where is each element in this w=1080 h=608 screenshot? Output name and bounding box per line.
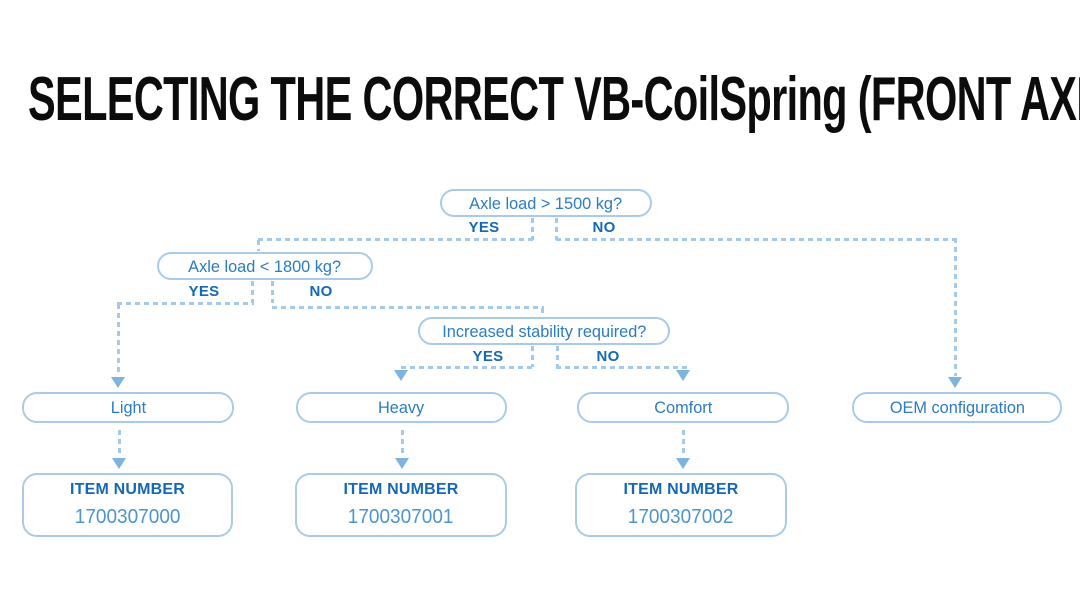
connector-line bbox=[257, 240, 260, 251]
arrow-down-icon bbox=[395, 458, 409, 469]
connector-line bbox=[272, 306, 544, 309]
connector-line bbox=[401, 430, 404, 457]
decision-3-yes-label: YES bbox=[472, 348, 504, 365]
connector-line bbox=[555, 218, 558, 240]
connector-line bbox=[556, 346, 559, 367]
arrow-down-icon bbox=[111, 377, 125, 388]
result-light: Light bbox=[22, 392, 234, 423]
arrow-down-icon bbox=[394, 370, 408, 381]
decision-1-yes-label: YES bbox=[468, 219, 500, 236]
decision-axle-load-1800: Axle load < 1800 kg? bbox=[157, 252, 373, 280]
connector-line bbox=[258, 238, 534, 241]
decision-axle-load-1800-label: Axle load < 1800 kg? bbox=[188, 256, 342, 276]
connector-line bbox=[117, 304, 120, 376]
decision-2-no-label: NO bbox=[309, 283, 333, 300]
decision-axle-load-1500: Axle load > 1500 kg? bbox=[440, 189, 652, 217]
connector-line bbox=[954, 238, 957, 376]
decision-1-no-label: NO bbox=[592, 219, 616, 236]
connector-line bbox=[531, 346, 534, 367]
result-oem-configuration-label: OEM configuration bbox=[889, 398, 1025, 417]
item-number-value: 1700307000 bbox=[74, 506, 181, 528]
arrow-down-icon bbox=[676, 370, 690, 381]
connector-line bbox=[556, 366, 687, 369]
connector-line bbox=[682, 430, 685, 457]
page-title: SELECTING THE CORRECT VB-CoilSpring (FRO… bbox=[28, 65, 1080, 134]
connector-line bbox=[531, 218, 534, 240]
connector-line bbox=[117, 302, 254, 305]
connector-line bbox=[271, 281, 274, 303]
item-number-heading: ITEM NUMBER bbox=[623, 481, 739, 498]
decision-2-yes-label: YES bbox=[188, 283, 220, 300]
result-comfort-label: Comfort bbox=[653, 398, 713, 417]
item-number-heading: ITEM NUMBER bbox=[343, 481, 459, 498]
result-heavy-label: Heavy bbox=[378, 398, 425, 417]
decision-stability: Increased stability required? bbox=[418, 317, 670, 345]
item-number-box-comfort: ITEM NUMBER 1700307002 bbox=[575, 473, 787, 537]
connector-line bbox=[556, 238, 957, 241]
result-light-label: Light bbox=[110, 398, 146, 417]
decision-stability-label: Increased stability required? bbox=[441, 321, 647, 341]
result-oem-configuration: OEM configuration bbox=[852, 392, 1062, 423]
item-number-value: 1700307001 bbox=[348, 506, 454, 528]
decision-axle-load-1500-label: Axle load > 1500 kg? bbox=[469, 193, 623, 213]
arrow-down-icon bbox=[948, 377, 962, 388]
arrow-down-icon bbox=[112, 458, 126, 469]
connector-line bbox=[401, 366, 534, 369]
item-number-value: 1700307002 bbox=[628, 506, 734, 528]
result-comfort: Comfort bbox=[577, 392, 789, 423]
connector-line bbox=[118, 430, 121, 457]
arrow-down-icon bbox=[676, 458, 690, 469]
item-number-box-light: ITEM NUMBER 1700307000 bbox=[22, 473, 233, 537]
item-number-heading: ITEM NUMBER bbox=[69, 481, 186, 498]
result-heavy: Heavy bbox=[296, 392, 507, 423]
connector-line bbox=[251, 281, 254, 303]
decision-3-no-label: NO bbox=[596, 348, 620, 365]
connector-line bbox=[541, 308, 544, 317]
item-number-box-heavy: ITEM NUMBER 1700307001 bbox=[295, 473, 507, 537]
